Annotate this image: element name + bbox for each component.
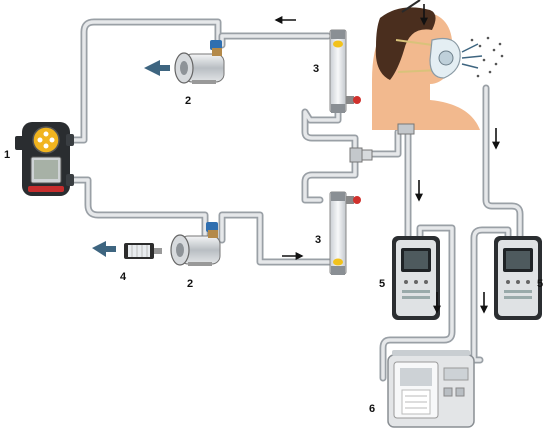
mask-icon [397,36,504,135]
label-monitor-right: 5 [537,278,543,290]
t-connector-icon [349,147,373,163]
label-filter: 4 [120,271,127,283]
label-pump-bottom: 2 [187,278,193,290]
monitor-right-icon [494,236,542,320]
label-flowmeter-bottom: 3 [315,234,321,246]
pump-top-icon [144,40,225,84]
flowmeter-top-icon [329,29,361,113]
label-analyzer: 1 [4,149,10,161]
tubing [66,18,524,382]
gas-analyzer-icon [15,122,74,196]
flow-arrows [274,4,500,314]
label-pump-top: 2 [185,95,191,107]
label-flowmeter-top: 3 [313,63,319,75]
label-printer: 6 [369,403,375,415]
flowmeter-bottom-icon [329,191,361,275]
filter-icon [92,241,162,259]
printer-icon [387,350,475,428]
monitor-left-icon [392,236,440,320]
pump-bottom-icon [170,222,221,266]
label-monitor-left: 5 [379,278,385,290]
